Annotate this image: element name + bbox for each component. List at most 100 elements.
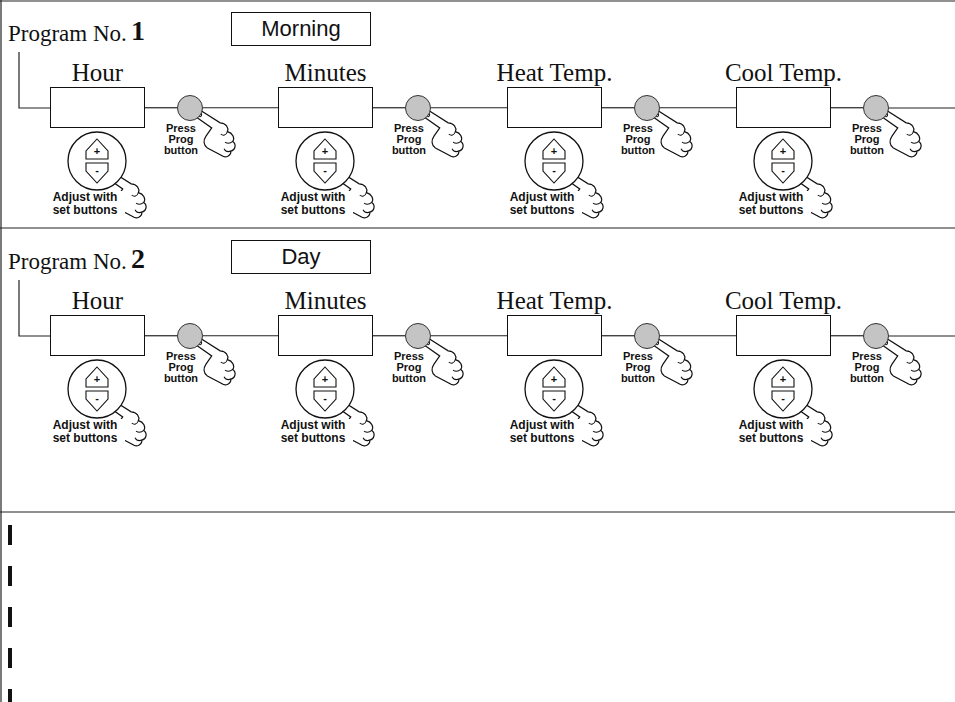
- set-button-outline: [753, 359, 813, 419]
- minus-sign: -: [544, 393, 564, 404]
- connector-line: [203, 335, 278, 336]
- prog-button: Press Prog button: [863, 95, 889, 121]
- field-heading: Cool Temp.: [725, 288, 842, 313]
- set-button-caption: Adjust with set buttons: [273, 419, 353, 445]
- set-button: +-Adjust with set buttons: [753, 359, 813, 419]
- set-button: +-Adjust with set buttons: [295, 131, 355, 191]
- prog-button-caption: Press Prog button: [160, 351, 202, 384]
- program-name-box: Morning: [231, 12, 371, 46]
- plus-sign: +: [87, 374, 107, 385]
- minus-sign: -: [315, 393, 335, 404]
- continuation-dash: [8, 689, 12, 702]
- program-number: 2: [131, 245, 145, 273]
- separator-line: [0, 227, 955, 228]
- field-heading: Cool Temp.: [725, 60, 842, 85]
- minus-sign: -: [773, 165, 793, 176]
- connector-line: [431, 107, 507, 108]
- plus-sign: +: [315, 374, 335, 385]
- display-box: Minutes: [278, 87, 373, 128]
- field-heading: Hour: [72, 288, 123, 313]
- set-button: +-Adjust with set buttons: [67, 359, 127, 419]
- connector-line: [145, 107, 177, 108]
- tail-wire: [889, 335, 955, 336]
- connector-line: [373, 107, 405, 108]
- display-box: Heat Temp.: [507, 315, 602, 356]
- field-heading: Minutes: [285, 288, 367, 313]
- continuation-dash: [8, 566, 12, 586]
- connector-line: [660, 335, 736, 336]
- field-heading: Heat Temp.: [497, 288, 613, 313]
- minus-sign: -: [315, 165, 335, 176]
- display-box: Cool Temp.: [736, 87, 831, 128]
- plus-sign: +: [315, 146, 335, 157]
- set-button-outline: [295, 131, 355, 191]
- set-button: +-Adjust with set buttons: [524, 359, 584, 419]
- field-heading: Heat Temp.: [497, 60, 613, 85]
- prog-button-caption: Press Prog button: [617, 123, 659, 156]
- set-button-outline: [295, 359, 355, 419]
- connector-line: [831, 107, 863, 108]
- display-box: Cool Temp.: [736, 315, 831, 356]
- program-label: Program No.: [8, 250, 127, 273]
- program-name: Morning: [261, 18, 340, 40]
- prog-button-caption: Press Prog button: [160, 123, 202, 156]
- set-button-caption: Adjust with set buttons: [502, 191, 582, 217]
- minus-sign: -: [773, 393, 793, 404]
- field-heading: Minutes: [285, 60, 367, 85]
- plus-sign: +: [773, 146, 793, 157]
- set-button: +-Adjust with set buttons: [295, 359, 355, 419]
- continuation-dash: [8, 525, 12, 545]
- prog-button: Press Prog button: [405, 95, 431, 121]
- program-name-box: Day: [231, 240, 371, 274]
- connector-line: [660, 107, 736, 108]
- set-button-outline: [753, 131, 813, 191]
- set-button-caption: Adjust with set buttons: [45, 191, 125, 217]
- program-label: Program No.: [8, 22, 127, 45]
- prog-button: Press Prog button: [634, 323, 660, 349]
- set-button-caption: Adjust with set buttons: [273, 191, 353, 217]
- plus-sign: +: [544, 374, 564, 385]
- continuation-dash: [8, 648, 12, 668]
- connector-line: [145, 335, 177, 336]
- frame-line: [0, 0, 1, 702]
- plus-sign: +: [773, 374, 793, 385]
- minus-sign: -: [87, 165, 107, 176]
- connector-line: [373, 335, 405, 336]
- display-box: Hour: [50, 87, 145, 128]
- connector-line: [602, 335, 634, 336]
- set-button-caption: Adjust with set buttons: [45, 419, 125, 445]
- connector-line: [602, 107, 634, 108]
- display-box: Heat Temp.: [507, 87, 602, 128]
- lead-wire: [19, 52, 50, 108]
- set-button-outline: [524, 359, 584, 419]
- field-heading: Hour: [72, 60, 123, 85]
- set-button: +-Adjust with set buttons: [524, 131, 584, 191]
- program-number: 1: [131, 17, 145, 45]
- lead-wire: [19, 280, 50, 336]
- minus-sign: -: [544, 165, 564, 176]
- set-button-outline: [67, 359, 127, 419]
- set-button: +-Adjust with set buttons: [67, 131, 127, 191]
- plus-sign: +: [87, 146, 107, 157]
- display-box: Minutes: [278, 315, 373, 356]
- frame-line: [0, 0, 955, 1]
- prog-button: Press Prog button: [863, 323, 889, 349]
- set-button-caption: Adjust with set buttons: [502, 419, 582, 445]
- set-button-outline: [524, 131, 584, 191]
- connector-line: [831, 335, 863, 336]
- plus-sign: +: [544, 146, 564, 157]
- prog-button-caption: Press Prog button: [846, 351, 888, 384]
- prog-button: Press Prog button: [405, 323, 431, 349]
- connector-line: [203, 107, 278, 108]
- minus-sign: -: [87, 393, 107, 404]
- program-name: Day: [281, 246, 320, 268]
- prog-button-caption: Press Prog button: [617, 351, 659, 384]
- display-box: Hour: [50, 315, 145, 356]
- continuation-dash: [8, 607, 12, 627]
- connector-line: [431, 335, 507, 336]
- prog-button-caption: Press Prog button: [846, 123, 888, 156]
- separator-line: [0, 511, 955, 512]
- prog-button: Press Prog button: [177, 323, 203, 349]
- prog-button-caption: Press Prog button: [388, 351, 430, 384]
